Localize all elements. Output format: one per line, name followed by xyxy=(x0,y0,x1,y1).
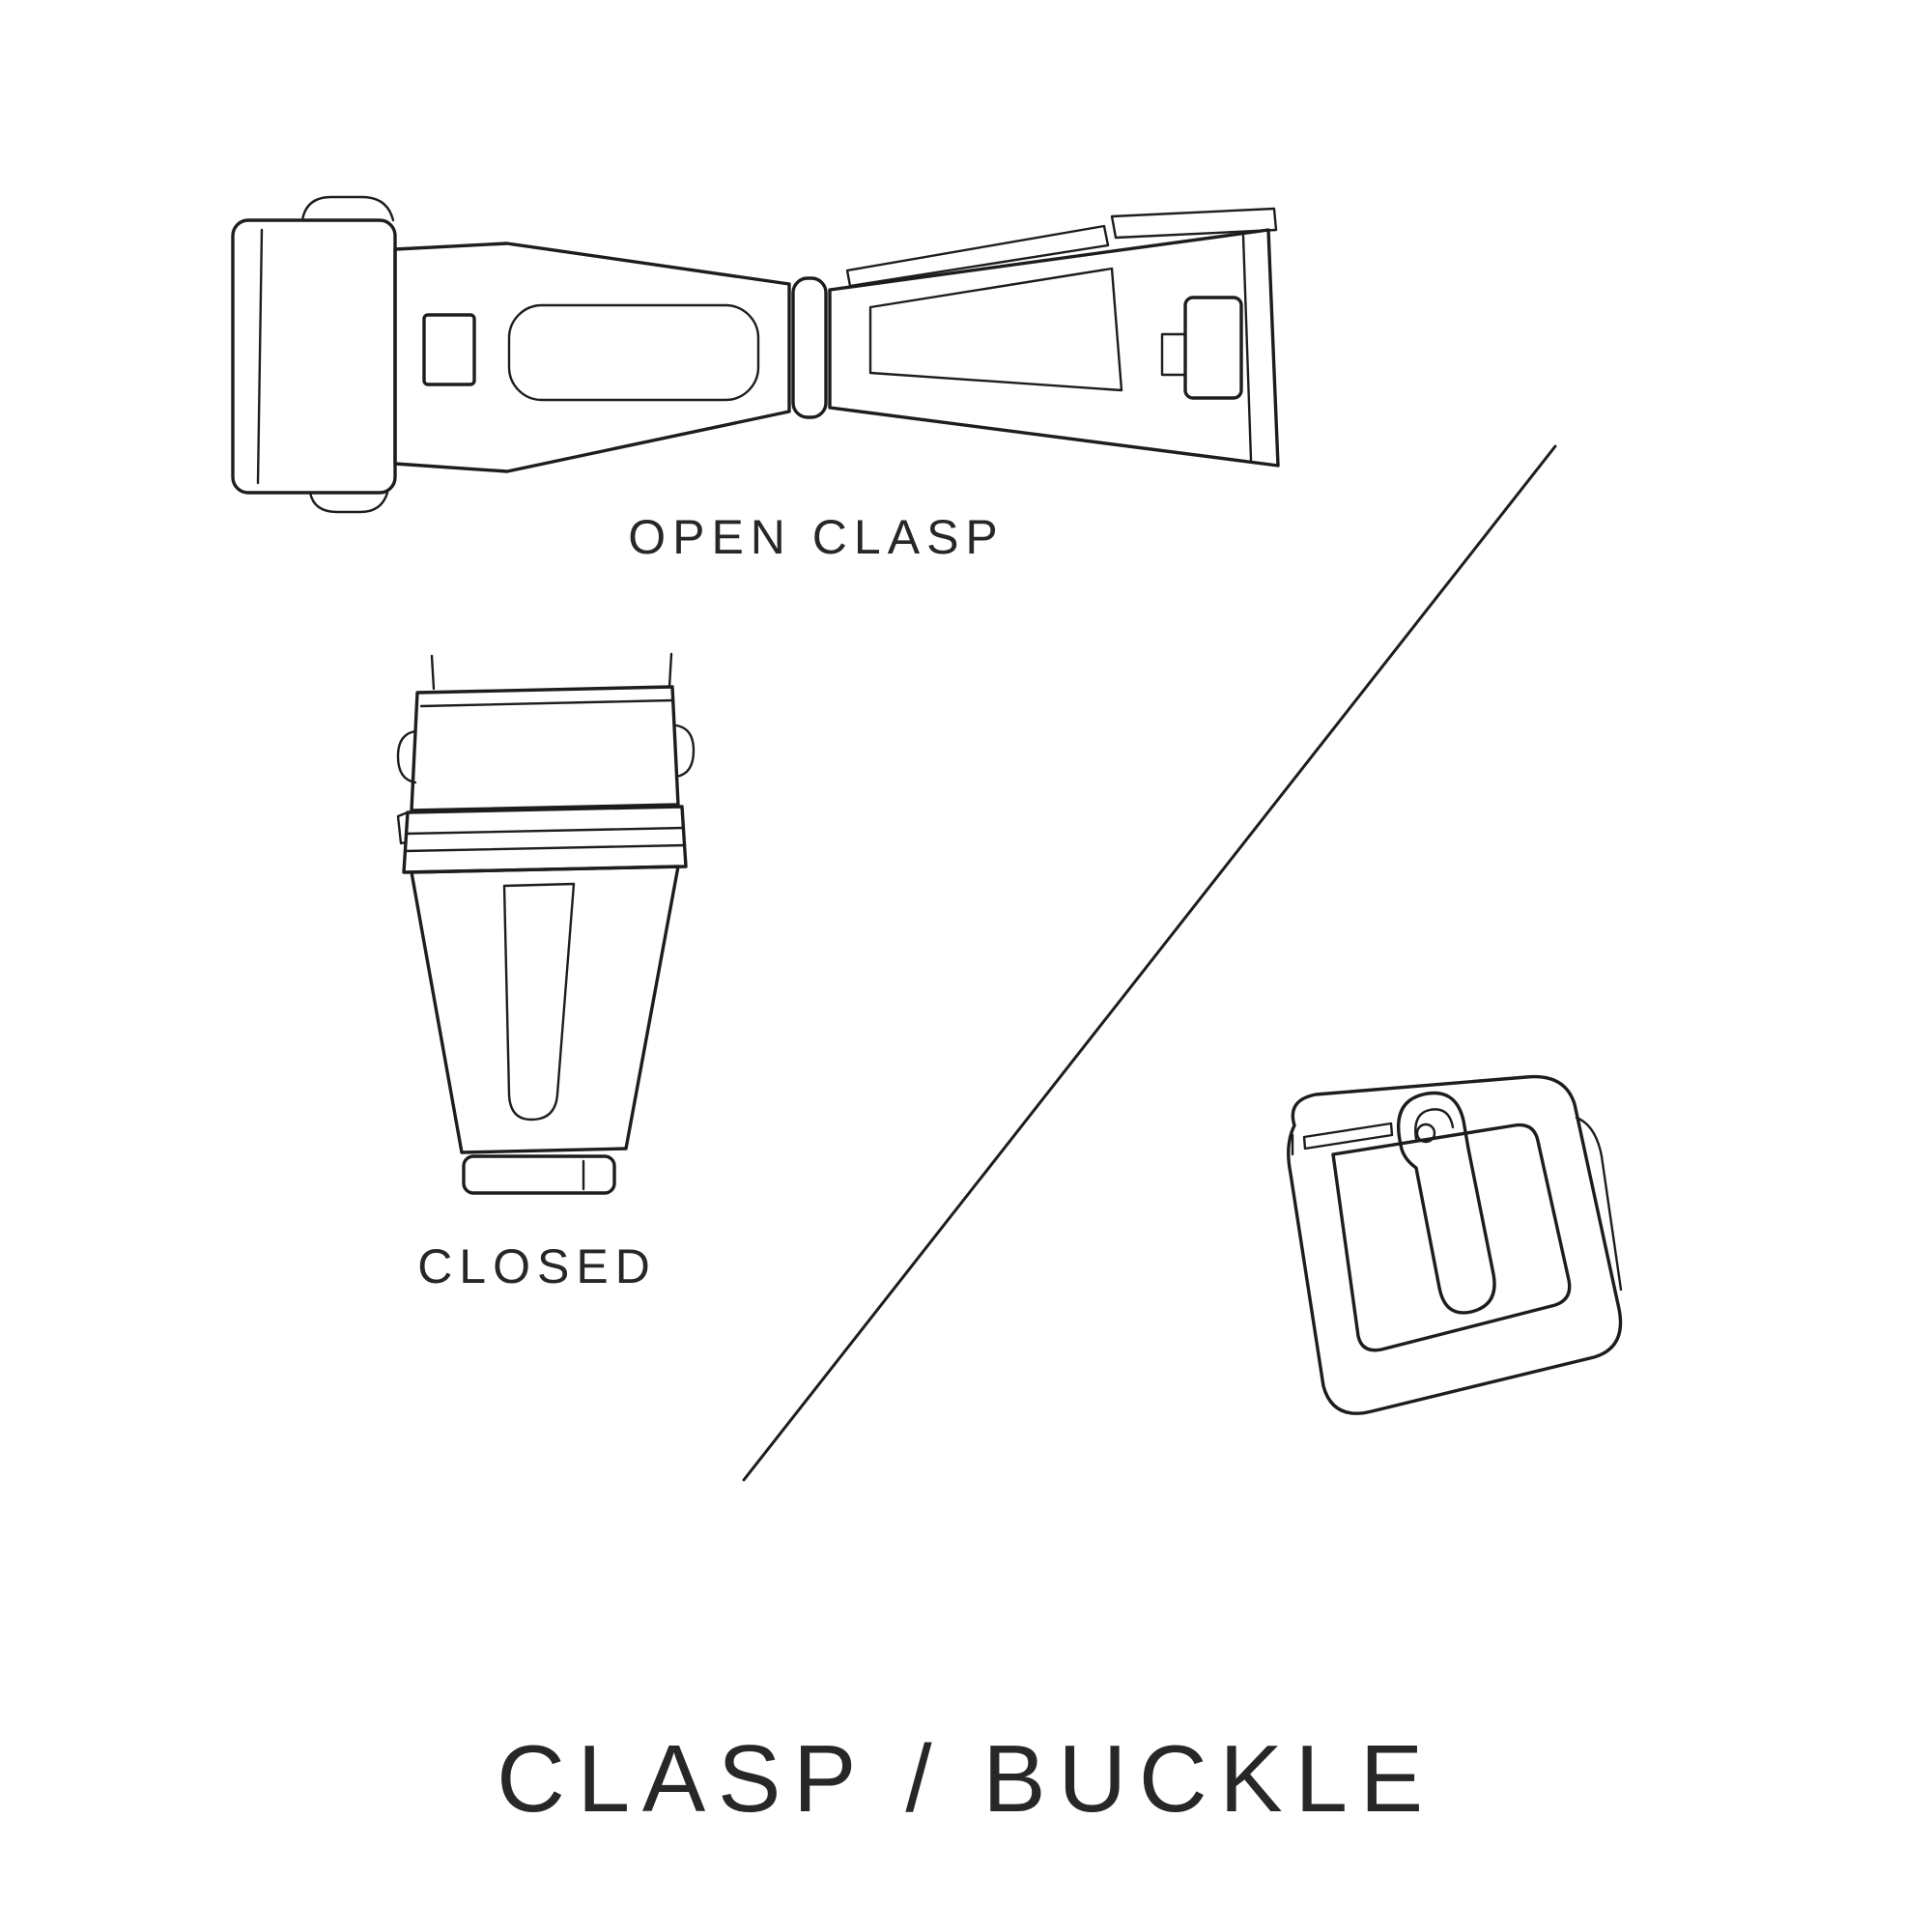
open-clasp-label: OPEN CLASP xyxy=(628,510,1005,564)
open-clasp-illustration xyxy=(217,155,1319,531)
buckle-illustration xyxy=(1236,1067,1671,1444)
closed-clasp-label: CLOSED xyxy=(417,1239,657,1293)
closed-clasp-illustration xyxy=(377,642,715,1222)
page-title: CLASP / BUCKLE xyxy=(497,1725,1435,1832)
